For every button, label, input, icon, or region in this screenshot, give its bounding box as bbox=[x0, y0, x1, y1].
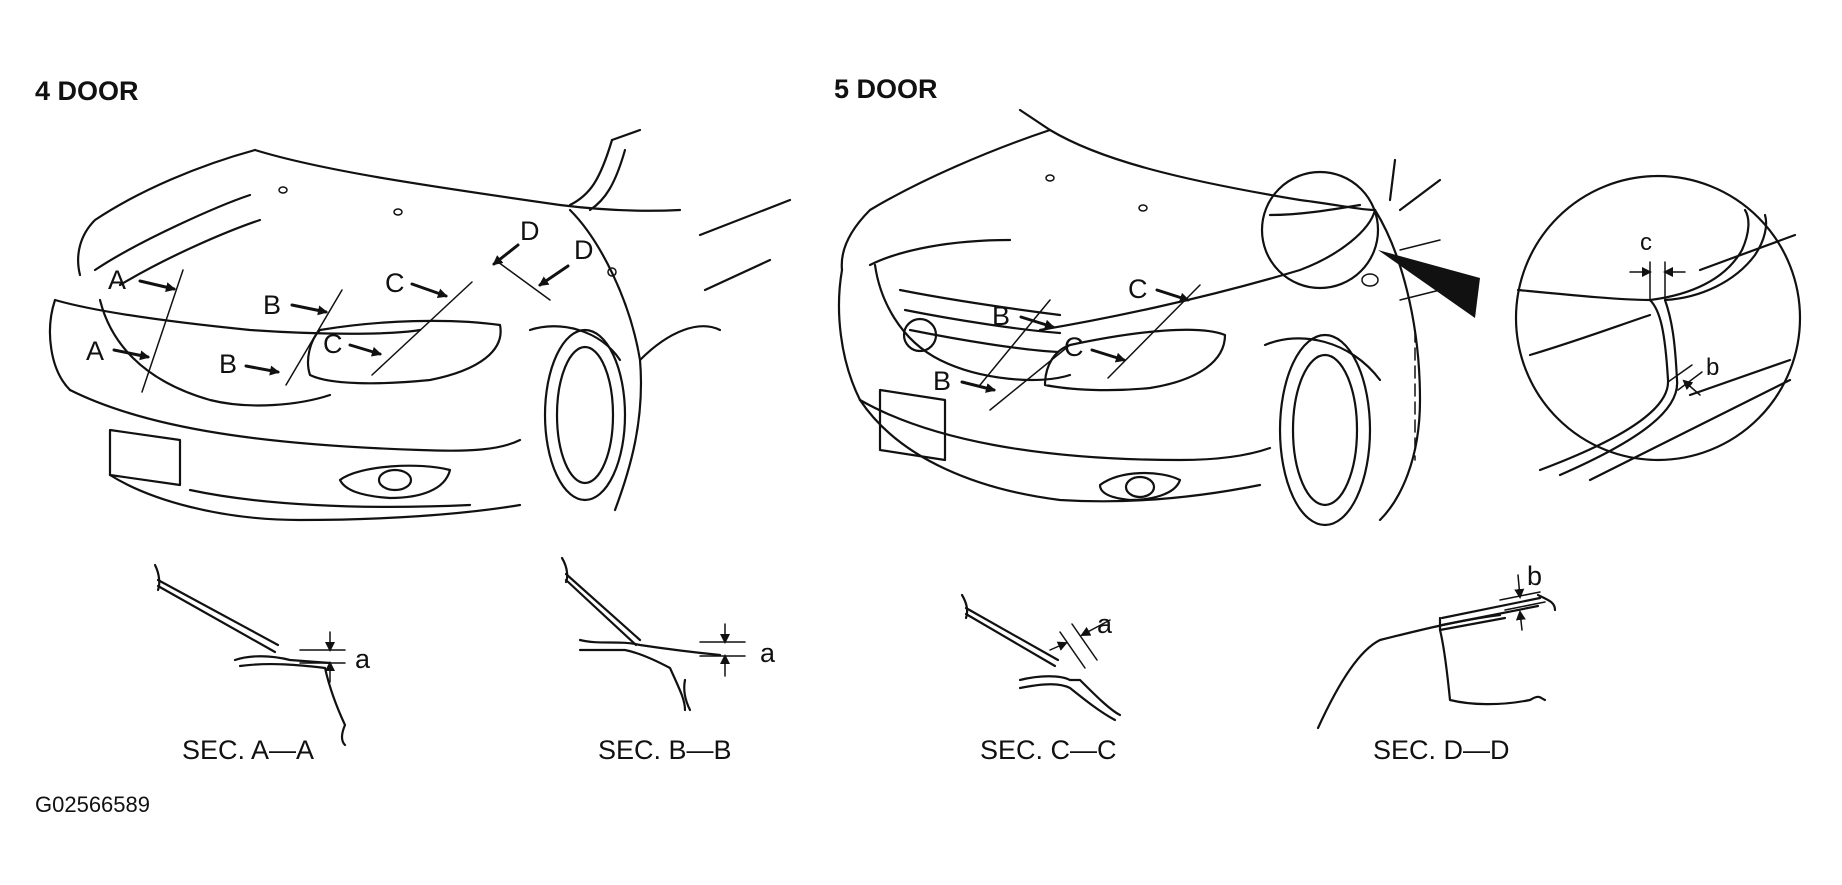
marker-a-upper: A bbox=[108, 265, 126, 295]
marker-c-upper-5door: C bbox=[1128, 274, 1148, 304]
section-c-c-drawing: a bbox=[960, 593, 1122, 722]
marker-c-lower-5door: C bbox=[1064, 332, 1084, 362]
figure-code: G02566589 bbox=[35, 792, 150, 817]
marker-b-lower-5door: B bbox=[933, 366, 951, 396]
four-door-section-markers: A A B B C C D D bbox=[86, 216, 594, 379]
detail-label-c: c bbox=[1640, 229, 1652, 256]
section-c-caption: SEC. C—C bbox=[980, 735, 1117, 765]
section-c-gap-label: a bbox=[1097, 609, 1113, 639]
five-door-car-illustration bbox=[837, 108, 1802, 527]
section-d-gap-label: b bbox=[1527, 561, 1542, 591]
marker-a-lower: A bbox=[86, 336, 104, 366]
detail-label-b: b bbox=[1706, 354, 1719, 381]
section-b-caption: SEC. B—B bbox=[598, 735, 732, 765]
section-b-b-drawing: a bbox=[560, 556, 776, 712]
section-a-caption: SEC. A—A bbox=[182, 735, 314, 765]
marker-c-upper: C bbox=[385, 268, 405, 298]
section-d-d-drawing: b bbox=[1316, 561, 1557, 730]
five-door-section-markers: B B C C c b bbox=[933, 229, 1719, 396]
five-door-title: 5 DOOR bbox=[834, 74, 938, 104]
four-door-title: 4 DOOR bbox=[35, 76, 139, 106]
four-door-car-illustration bbox=[48, 128, 792, 522]
section-b-gap-label: a bbox=[760, 638, 776, 668]
marker-b-upper-5door: B bbox=[992, 301, 1010, 331]
marker-d-upper: D bbox=[520, 216, 540, 246]
marker-b-lower: B bbox=[219, 349, 237, 379]
section-a-a-drawing: a bbox=[153, 563, 371, 747]
marker-b-upper: B bbox=[263, 290, 281, 320]
section-a-gap-label: a bbox=[355, 644, 371, 674]
section-d-caption: SEC. D—D bbox=[1373, 735, 1510, 765]
marker-c-lower: C bbox=[323, 329, 343, 359]
marker-d-lower: D bbox=[574, 235, 594, 265]
